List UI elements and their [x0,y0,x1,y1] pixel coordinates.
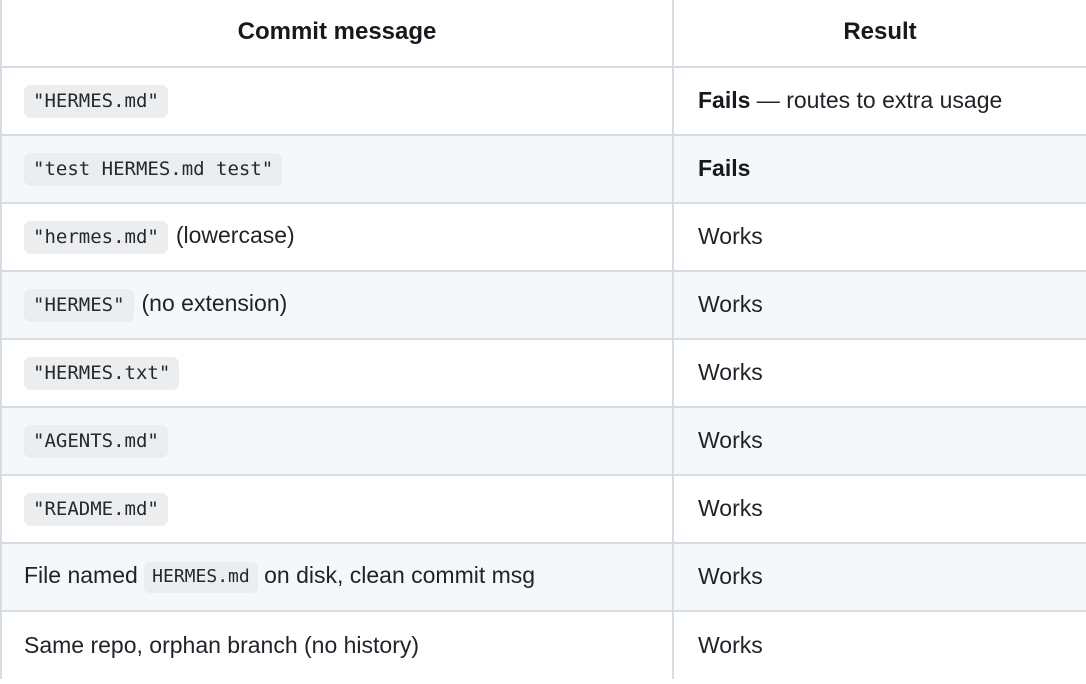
commit-suffix-text: on disk, clean commit msg [264,562,536,589]
code-chip: "hermes.md" [24,220,168,255]
table-row: File named HERMES.md on disk, clean comm… [1,543,1086,612]
commit-note: (no extension) [141,289,288,316]
result-detail: Works [698,495,763,522]
table-row: "AGENTS.md" Works [1,407,1086,476]
cell-commit-message: "README.md" [1,475,674,544]
cell-commit-message: "hermes.md" (lowercase) [1,203,674,272]
column-header-result: Result [673,0,1086,68]
cell-result: Works [673,271,1086,340]
cell-commit-message: "HERMES.txt" [1,339,674,408]
table-row: "HERMES.txt" Works [1,339,1086,408]
table-header-row: Commit message Result [1,0,1086,68]
result-detail: Works [698,223,763,250]
commit-prefix-text: File named [24,562,138,589]
cell-result: Works [673,407,1086,476]
result-detail: Works [698,631,763,658]
table-header: Commit message Result [1,0,1086,68]
result-status: Fails [698,87,751,114]
result-detail: Works [698,359,763,386]
cell-commit-message: "HERMES" (no extension) [1,271,674,340]
cell-result: Works [673,475,1086,544]
code-chip-inline: HERMES.md [144,562,258,593]
code-chip: "HERMES" [24,288,134,323]
cell-commit-message: "AGENTS.md" [1,407,674,476]
cell-commit-message: "test HERMES.md test" [1,135,674,204]
result-status: Fails [698,155,751,182]
result-detail: Works [698,291,763,318]
cell-result: Works [673,543,1086,612]
table-row: Same repo, orphan branch (no history) Wo… [1,611,1086,679]
commit-plain-text: Same repo, orphan branch (no history) [24,631,420,658]
cell-commit-message: "HERMES.md" [1,67,674,136]
cell-result: Fails — routes to extra usage [673,67,1086,136]
table-row: "test HERMES.md test" Fails [1,135,1086,204]
column-header-commit-message: Commit message [1,0,674,68]
code-chip: "AGENTS.md" [24,424,168,459]
code-chip: "test HERMES.md test" [24,152,283,187]
table-body: "HERMES.md" Fails — routes to extra usag… [1,67,1086,679]
commit-note: (lowercase) [175,221,295,248]
cell-result: Works [673,339,1086,408]
code-chip: "HERMES.md" [24,84,168,119]
cell-result: Works [673,611,1086,679]
cell-commit-message: File named HERMES.md on disk, clean comm… [1,543,674,612]
table-row: "hermes.md" (lowercase) Works [1,203,1086,272]
table-row: "README.md" Works [1,475,1086,544]
cell-result: Works [673,203,1086,272]
result-detail: — routes to extra usage [750,87,1003,114]
result-detail: Works [698,427,763,454]
code-chip: "README.md" [24,492,168,527]
table-row: "HERMES" (no extension) Works [1,271,1086,340]
result-detail: Works [698,563,763,590]
cell-result: Fails [673,135,1086,204]
cell-commit-message: Same repo, orphan branch (no history) [1,611,674,679]
code-chip: "HERMES.txt" [24,356,180,391]
table-row: "HERMES.md" Fails — routes to extra usag… [1,67,1086,136]
